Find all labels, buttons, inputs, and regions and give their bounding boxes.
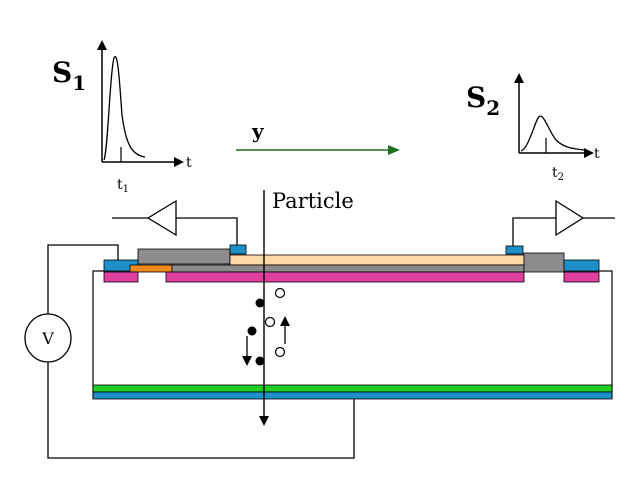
- right-amplifier: [512, 199, 615, 246]
- left-implant: [103, 271, 139, 283]
- left-amplifier: [112, 199, 238, 245]
- right-readout-contact: [505, 245, 524, 255]
- resistive-layer: [129, 264, 173, 273]
- particle-label: Particle: [272, 189, 354, 213]
- backplane-green-layer: [92, 384, 613, 393]
- left-amp-input-wire: [176, 217, 238, 245]
- left-readout-contact: [229, 244, 247, 255]
- t2-label: t2: [552, 165, 564, 183]
- hole: [274, 346, 286, 358]
- bias-wire-top: [47, 244, 119, 318]
- signal-s1-plot: t t1 S1: [52, 40, 192, 195]
- s1-label: S1: [52, 56, 86, 95]
- oxide-strip: [169, 264, 525, 273]
- voltage-source: [24, 313, 72, 363]
- s2-label: S2: [466, 81, 500, 120]
- silicon-bulk: [92, 270, 613, 399]
- voltage-label: V: [41, 329, 54, 348]
- t1-label: t1: [117, 177, 129, 195]
- particle-track: Particle: [259, 189, 354, 426]
- right-amp-input-wire: [512, 217, 556, 246]
- bias-wire-bottom: [47, 360, 355, 459]
- charge-carriers: [242, 287, 290, 366]
- hole: [264, 316, 276, 328]
- central-implant: [165, 271, 525, 283]
- right-amplifier-triangle: [555, 199, 585, 237]
- left-oxide-block: [137, 248, 231, 265]
- backplane-blue-layer: [92, 391, 613, 400]
- electron: [255, 298, 265, 308]
- drift-direction: y: [236, 119, 400, 155]
- s1-pulse-curve: [103, 55, 146, 161]
- s2-t-label: t: [594, 146, 600, 162]
- s1-t-label: t: [186, 155, 192, 171]
- detector-body: [92, 244, 613, 400]
- right-implant: [563, 271, 600, 283]
- electron: [255, 356, 265, 366]
- right-oxide-block: [523, 252, 565, 273]
- y-label: y: [251, 119, 265, 143]
- left-amplifier-triangle: [146, 199, 177, 237]
- signal-s2-plot: t t2 S2: [466, 73, 600, 183]
- bias-circuit: V: [24, 244, 355, 459]
- s2-pulse-curve: [520, 115, 586, 152]
- right-bias-contact: [563, 259, 600, 272]
- drift-electrode: [229, 254, 525, 266]
- electron: [247, 326, 257, 336]
- hole: [274, 287, 286, 299]
